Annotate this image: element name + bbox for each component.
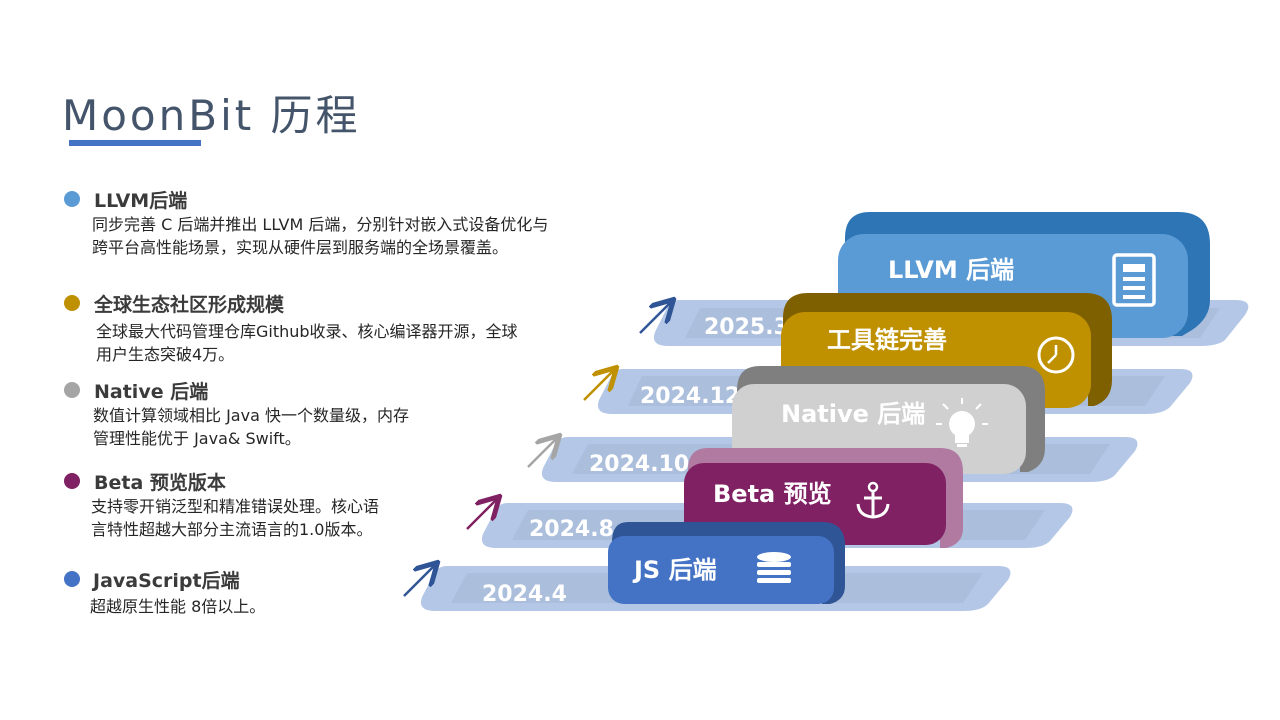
anchor-icon — [856, 481, 890, 519]
step-label: Native 后端 — [781, 400, 925, 428]
item-description: 数值计算领域相比 Java 快一个数量级，内存管理性能优于 Java& Swif… — [93, 406, 409, 448]
date-label: 2024.12 — [640, 384, 740, 409]
bullet-dot — [64, 571, 80, 587]
title-underline — [69, 140, 201, 146]
step-label: 工具链完善 — [827, 326, 947, 354]
item-title: 全球生态社区形成规模 — [94, 294, 285, 316]
item-title: JavaScript后端 — [93, 570, 240, 592]
arrow-icon — [403, 566, 434, 597]
bullet-dot — [64, 382, 80, 398]
arrow-icon — [639, 303, 670, 334]
arrow-icon — [466, 500, 496, 530]
bullet-dot — [64, 191, 80, 207]
step-label: LLVM 后端 — [888, 256, 1014, 284]
page-title: MoonBit 历程 — [62, 91, 361, 140]
item-description: 全球最大代码管理仓库Github收录、核心编译器开源，全球用户生态突破4万。 — [96, 322, 518, 364]
item-description: 超越原生性能 8倍以上。 — [90, 597, 266, 616]
database-icon — [757, 552, 791, 583]
bullet-dot — [64, 295, 80, 311]
clock-icon — [1037, 336, 1075, 374]
step-block-js: JS 后端 — [608, 522, 845, 604]
date-label: 2025.3 — [704, 315, 789, 340]
arrow-icon — [527, 439, 556, 468]
date-label: 2024.10 — [589, 452, 689, 477]
document-icon — [1112, 253, 1156, 307]
item-description: 同步完善 C 后端并推出 LLVM 后端，分别针对嵌入式设备优化与跨平台高性能场… — [92, 215, 549, 257]
step-label: Beta 预览 — [713, 480, 832, 508]
bullet-dot — [64, 473, 80, 489]
step-label: JS 后端 — [632, 556, 717, 584]
item-description: 支持零开销泛型和精准错误处理。核心语言特性超越大部分主流语言的1.0版本。 — [91, 497, 380, 539]
arrow-icon — [583, 371, 613, 401]
date-label: 2024.4 — [482, 582, 567, 607]
item-title: Beta 预览版本 — [94, 472, 226, 494]
item-title: LLVM后端 — [94, 190, 188, 212]
item-title: Native 后端 — [94, 381, 209, 403]
date-label: 2024.8 — [529, 517, 614, 542]
lightbulb-icon — [936, 398, 988, 447]
